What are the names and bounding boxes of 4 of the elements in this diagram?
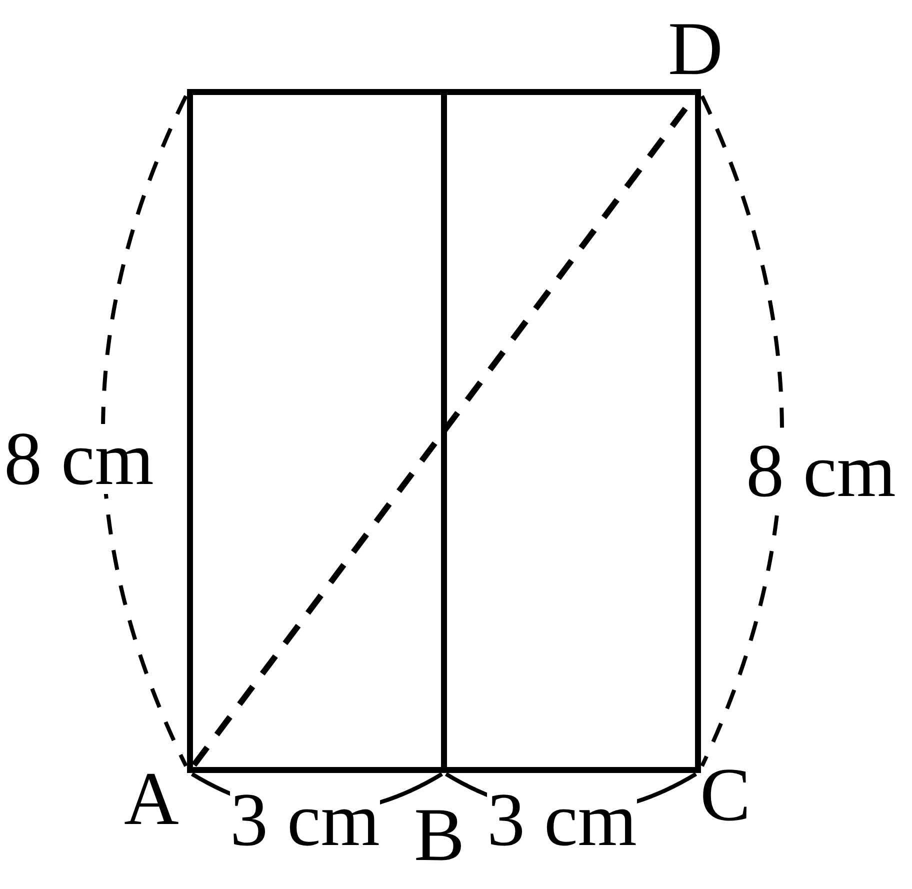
point-label: D <box>668 14 723 84</box>
dimension-label: 8 cm <box>4 424 154 494</box>
point-label: A <box>124 764 179 834</box>
point-label: C <box>700 760 751 830</box>
